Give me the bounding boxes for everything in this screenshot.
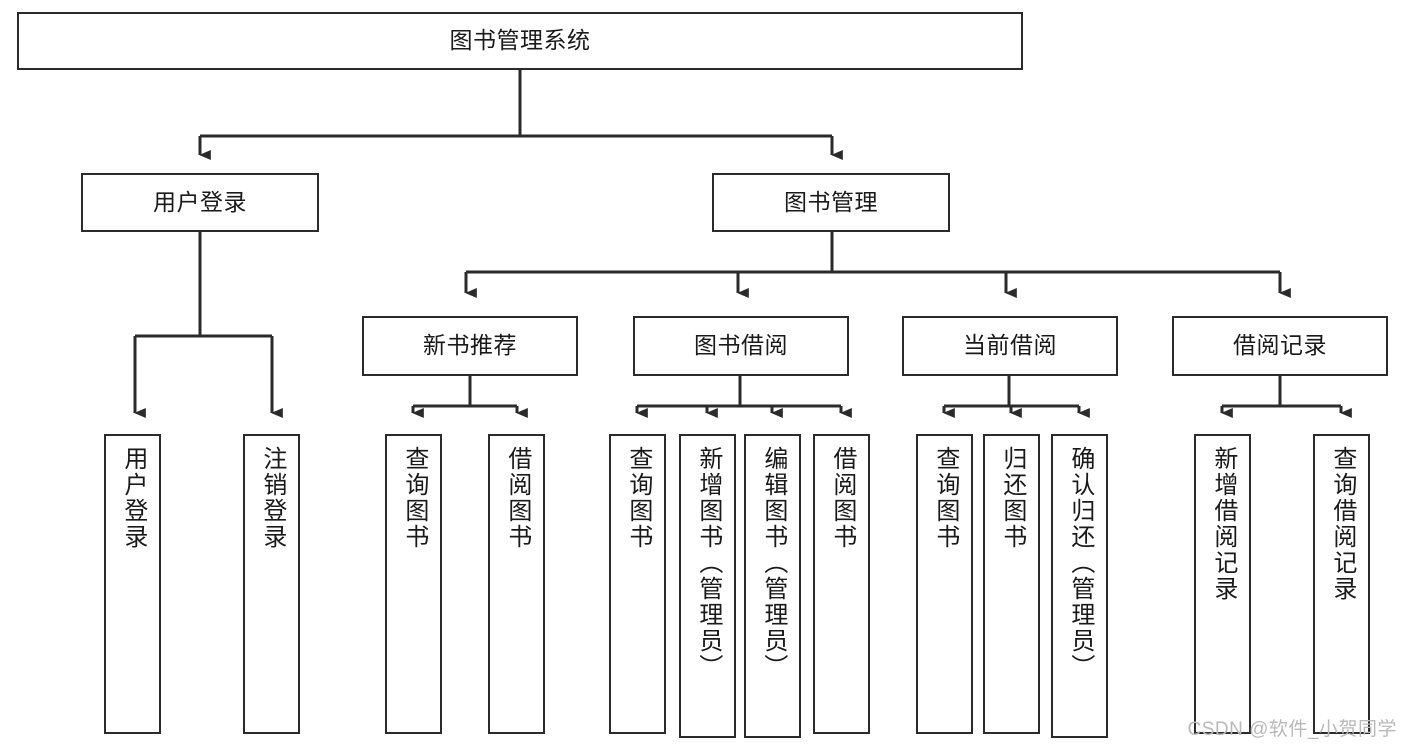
- leaf-add-book-admin[interactable]: 新增图书（管理员）: [679, 434, 736, 738]
- leaf-borrow-book-recommend[interactable]: 借阅图书: [488, 434, 545, 734]
- leaf-user-login[interactable]: 用户登录: [104, 434, 161, 734]
- node-label: 新增图书（管理员）: [694, 446, 722, 680]
- leaf-query-book-recommend[interactable]: 查询图书: [385, 434, 442, 734]
- leaf-query-book-current[interactable]: 查询图书: [916, 434, 973, 734]
- node-label: 归还图书: [998, 446, 1026, 550]
- node-label: 借阅图书: [828, 446, 856, 550]
- node-borrow-records[interactable]: 借阅记录: [1172, 316, 1388, 376]
- node-label: 图书管理系统: [449, 27, 591, 54]
- node-label: 查询图书: [931, 446, 959, 550]
- node-label: 编辑图书（管理员）: [759, 446, 787, 680]
- node-root-system[interactable]: 图书管理系统: [17, 12, 1023, 70]
- node-label: 查询借阅记录: [1328, 446, 1356, 602]
- node-label: 当前借阅: [963, 332, 1057, 359]
- leaf-add-borrow-record[interactable]: 新增借阅记录: [1194, 434, 1251, 734]
- node-new-book-recommend[interactable]: 新书推荐: [362, 316, 578, 376]
- node-label: 新书推荐: [423, 332, 517, 359]
- node-label: 用户登录: [119, 446, 147, 550]
- node-label: 用户登录: [153, 188, 247, 215]
- node-label: 图书借阅: [694, 332, 788, 359]
- node-book-management[interactable]: 图书管理: [712, 173, 950, 232]
- node-label: 图书管理: [784, 188, 878, 215]
- node-label: 查询图书: [624, 446, 652, 550]
- leaf-return-book[interactable]: 归还图书: [983, 434, 1040, 734]
- node-current-borrow[interactable]: 当前借阅: [902, 316, 1118, 376]
- node-label: 新增借阅记录: [1209, 446, 1237, 602]
- node-label: 注销登录: [258, 446, 286, 550]
- node-label: 确认归还（管理员）: [1066, 446, 1094, 680]
- node-label: 借阅图书: [503, 446, 531, 550]
- leaf-query-book-borrow[interactable]: 查询图书: [609, 434, 666, 734]
- node-label: 查询图书: [400, 446, 428, 550]
- watermark-text: CSDN @软件_小贺同学: [1187, 719, 1397, 740]
- leaf-confirm-return-admin[interactable]: 确认归还（管理员）: [1051, 434, 1108, 738]
- node-book-borrow[interactable]: 图书借阅: [633, 316, 849, 376]
- node-label: 借阅记录: [1233, 332, 1327, 359]
- leaf-borrow-book[interactable]: 借阅图书: [813, 434, 870, 734]
- leaf-query-borrow-record[interactable]: 查询借阅记录: [1313, 434, 1370, 734]
- node-user-login[interactable]: 用户登录: [81, 173, 319, 232]
- leaf-logout[interactable]: 注销登录: [243, 434, 300, 734]
- leaf-edit-book-admin[interactable]: 编辑图书（管理员）: [744, 434, 801, 738]
